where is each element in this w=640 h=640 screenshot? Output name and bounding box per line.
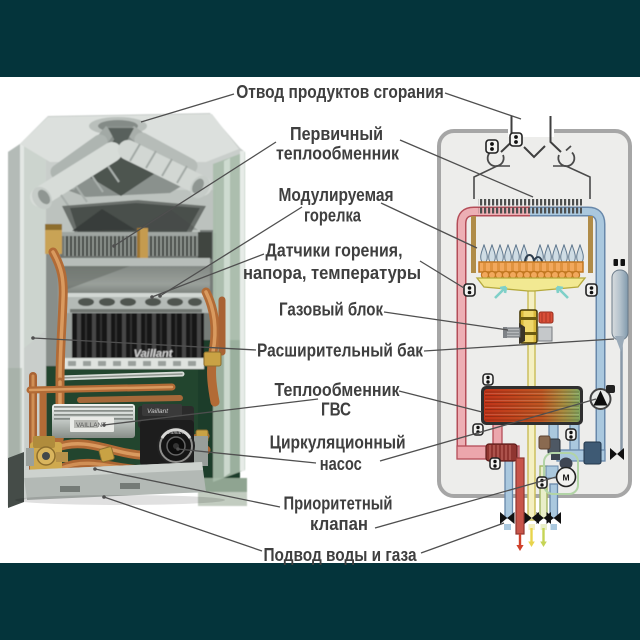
svg-text:напора, температуры: напора, температуры [243, 262, 421, 283]
svg-text:Первичный: Первичный [290, 123, 383, 144]
svg-text:Отвод продуктов сгорания: Отвод продуктов сгорания [236, 81, 444, 102]
svg-text:теплообменник: теплообменник [276, 143, 400, 164]
svg-text:Расширительный бак: Расширительный бак [257, 339, 424, 360]
svg-text:Модулируемая: Модулируемая [279, 184, 394, 205]
svg-text:Приоритетный: Приоритетный [284, 493, 393, 514]
svg-text:Vaillant: Vaillant [167, 430, 185, 436]
svg-text:ГВС: ГВС [321, 399, 351, 420]
svg-text:Vaillant: Vaillant [147, 408, 169, 415]
svg-text:Vaillant: Vaillant [134, 348, 174, 360]
svg-text:M: M [562, 473, 569, 483]
svg-text:Газовый блок: Газовый блок [279, 299, 384, 320]
svg-text:Датчики горения,: Датчики горения, [266, 239, 403, 260]
svg-text:Подвод воды и газа: Подвод воды и газа [264, 544, 417, 565]
svg-text:Теплообменник: Теплообменник [275, 379, 401, 400]
svg-text:насос: насос [320, 453, 362, 474]
svg-text:клапан: клапан [310, 513, 368, 534]
svg-text:горелка: горелка [304, 205, 361, 226]
svg-text:Циркуляционный: Циркуляционный [270, 432, 406, 453]
svg-text:VAILLANT: VAILLANT [76, 422, 106, 429]
